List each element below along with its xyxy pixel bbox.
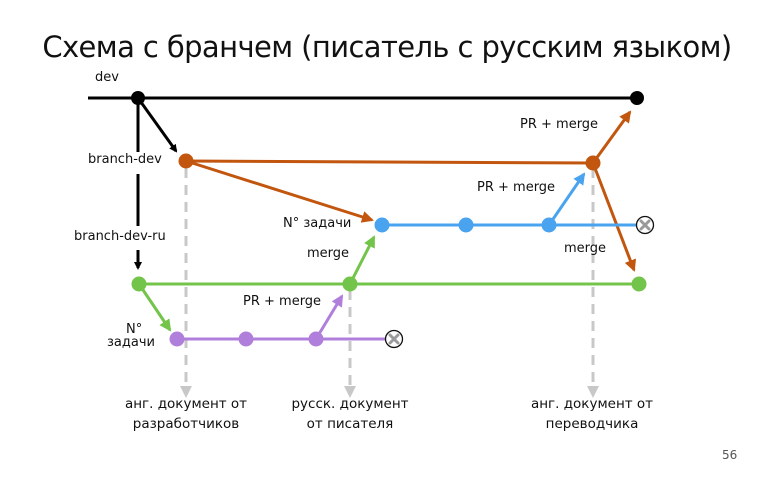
- caption-translator-document: анг. документ от переводчика: [530, 396, 654, 432]
- label-pr-merge-top: PR + merge: [520, 117, 599, 132]
- branch-dev-commit-start: [178, 153, 194, 169]
- label-task-blue: N° задачи: [283, 216, 352, 231]
- task-ru-branch-line: [169, 294, 404, 349]
- dev-commit-merged: [630, 91, 644, 105]
- caption-dev-document: анг. документ от разработчиков: [124, 396, 248, 432]
- slide-title: Схема с бранчем (писатель с русским язык…: [42, 30, 732, 64]
- branch-dev-commit-merge: [585, 155, 601, 171]
- page-number: 56: [722, 448, 738, 462]
- caption-writer-document: русск. документ от писателя: [291, 396, 409, 432]
- task-en-branch-line: [374, 172, 655, 235]
- label-task-purple-word: задачи: [107, 335, 155, 350]
- closed-branch-icon: [635, 215, 655, 235]
- label-task-purple-number: N°: [126, 322, 143, 337]
- branch-dev-ru-line: [131, 235, 647, 332]
- closed-branch-icon: [384, 329, 404, 349]
- label-pr-merge-purple: PR + merge: [243, 294, 322, 309]
- label-merge-green: merge: [307, 246, 350, 261]
- label-branch-dev: branch-dev: [88, 152, 162, 167]
- dev-branch-line: [88, 91, 644, 270]
- branch-dev-line: [178, 110, 637, 272]
- dev-commit-start: [131, 91, 145, 105]
- document-dashed-lines: [180, 168, 599, 398]
- label-merge-right: merge: [564, 241, 607, 256]
- label-dev: dev: [95, 70, 119, 85]
- label-pr-merge-blue: PR + merge: [477, 180, 556, 195]
- label-branch-dev-ru: branch-dev-ru: [74, 229, 166, 244]
